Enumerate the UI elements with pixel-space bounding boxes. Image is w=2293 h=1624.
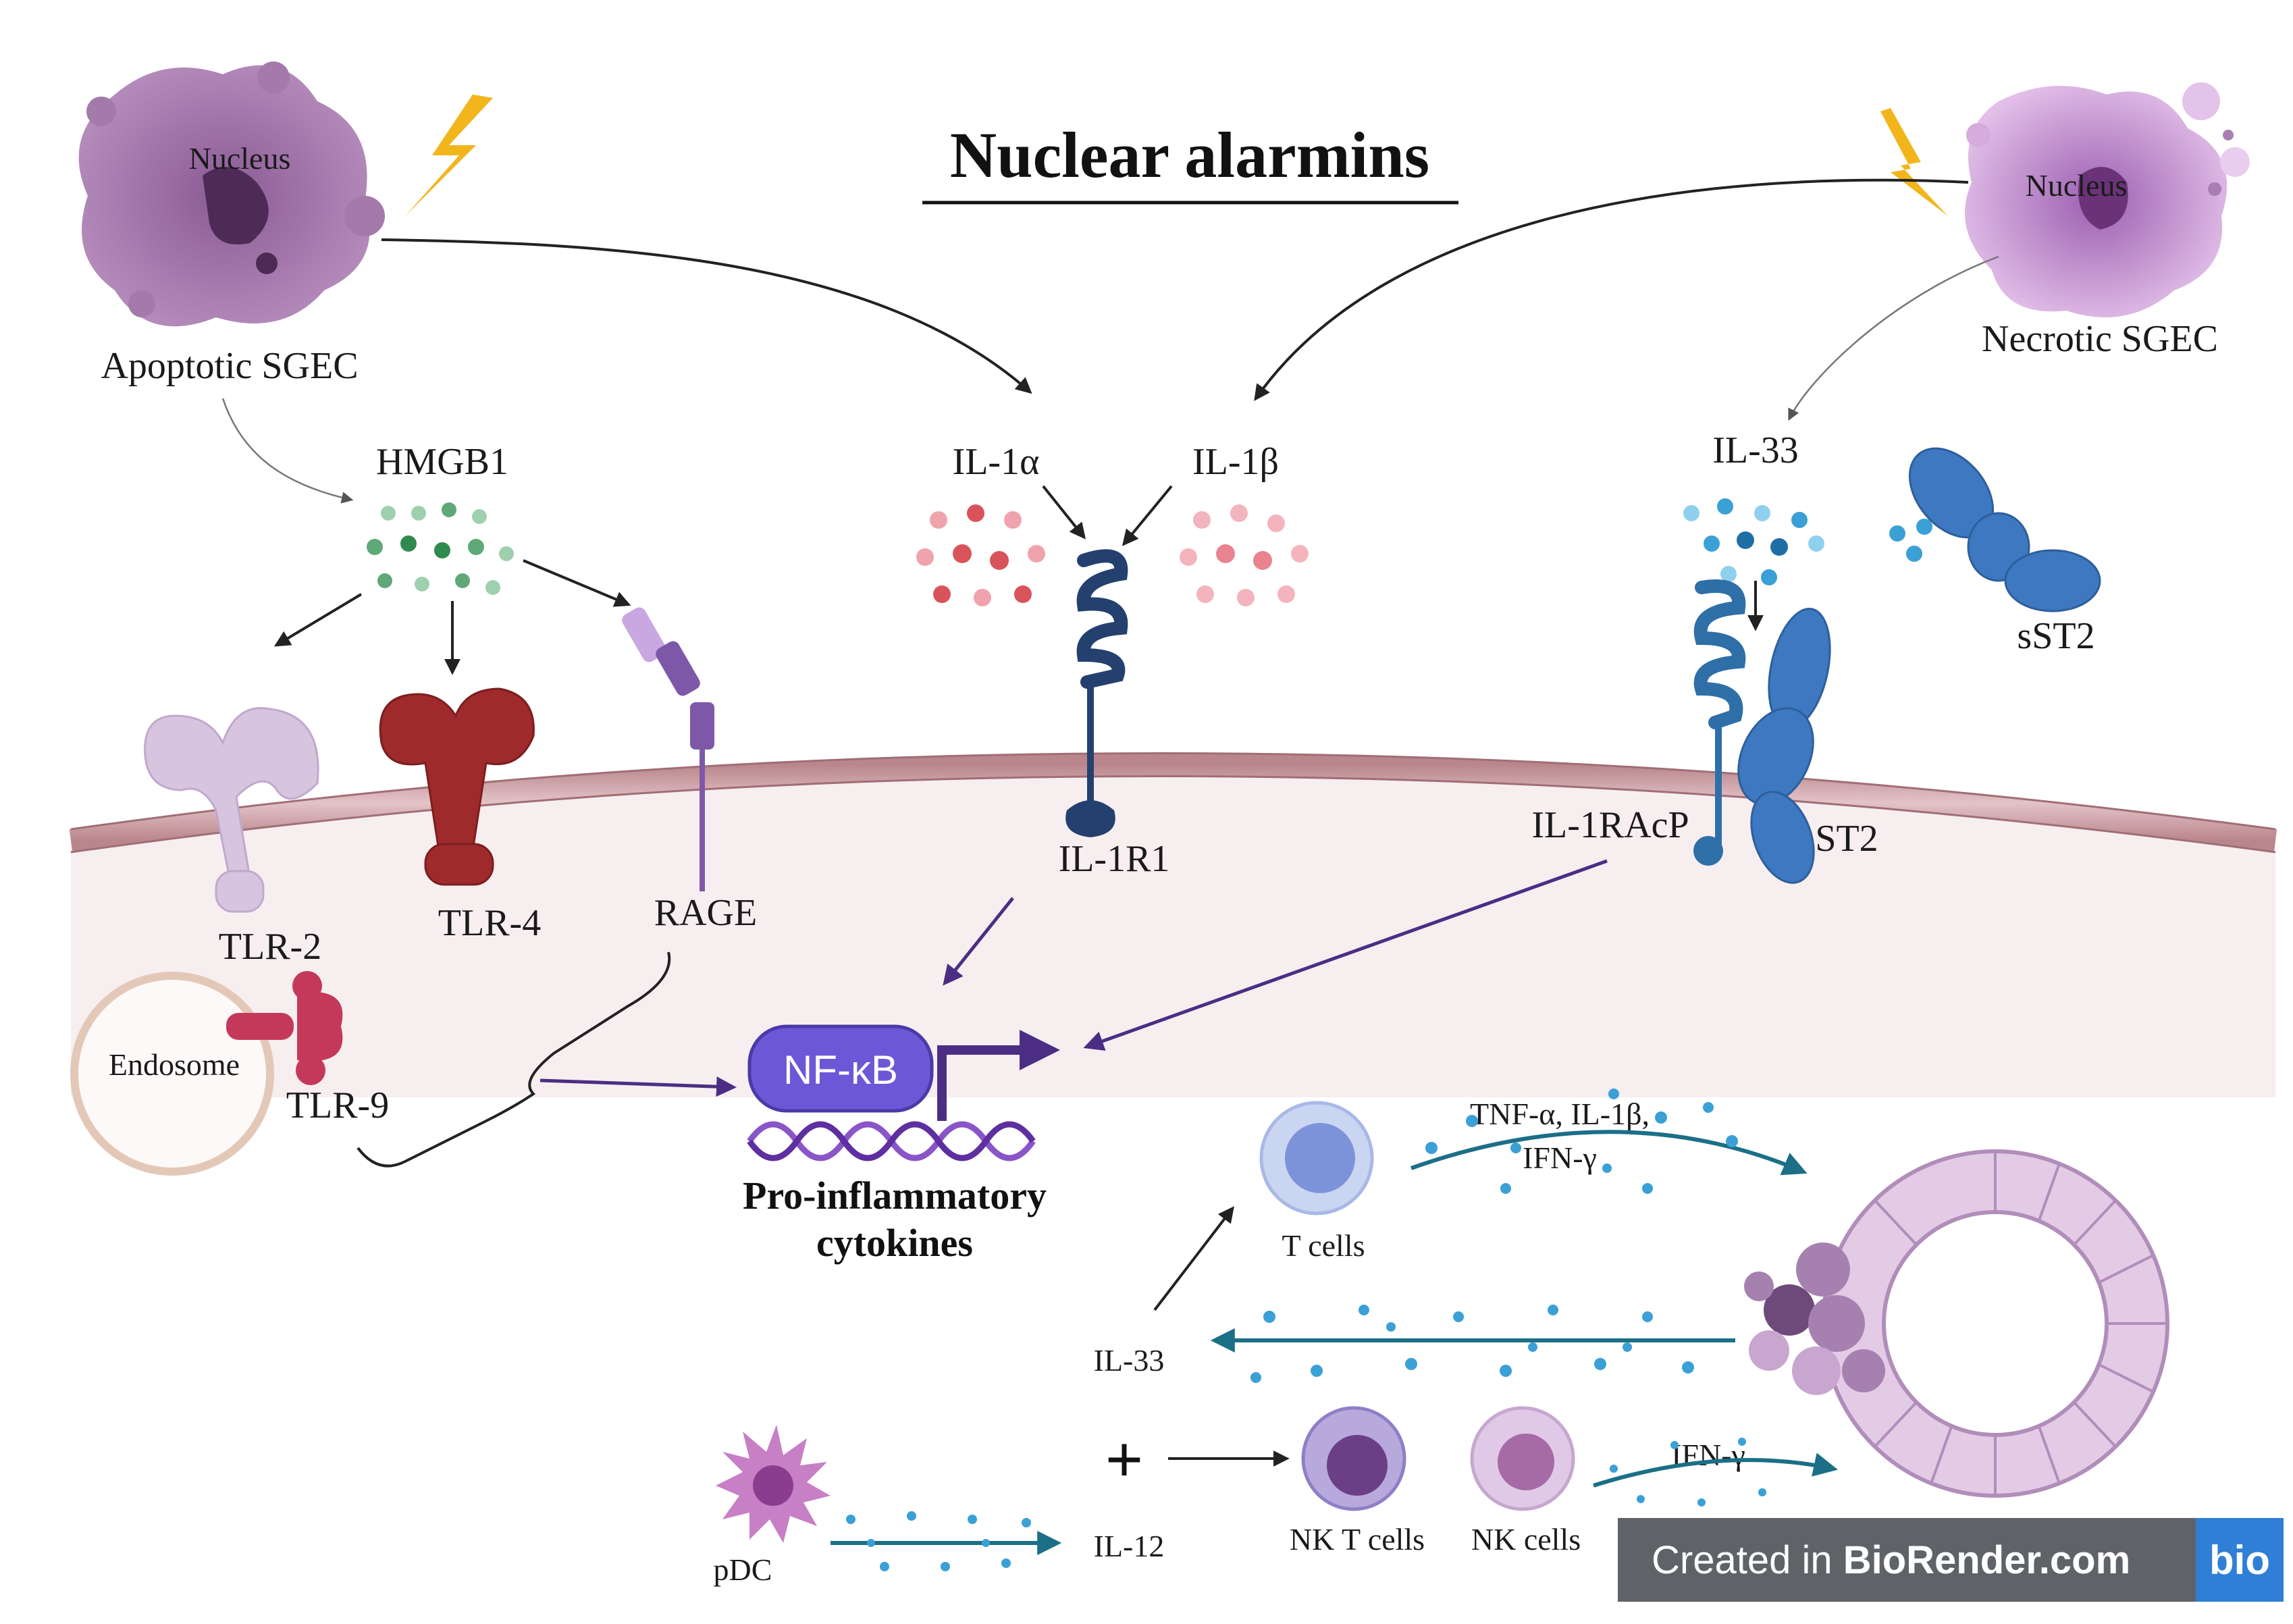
tlr9-label: TLR-9 — [286, 1084, 389, 1126]
il1racp-label: IL-1RAcP — [1531, 804, 1689, 846]
il33-label: IL-33 — [1712, 429, 1799, 471]
biorender-badge[interactable]: Created in BioRender.com bio — [1618, 1518, 2284, 1602]
cytokine-particles-upper — [1425, 1089, 1738, 1194]
il12-particles — [846, 1511, 1031, 1571]
lightning-icon-right — [1880, 108, 1948, 216]
apoptotic-cell-label: Apoptotic SGEC — [101, 345, 358, 387]
pdc-cell — [716, 1425, 831, 1543]
apoptotic-cell: Nucleus — [78, 61, 385, 327]
il33-particles-lower — [1250, 1305, 1694, 1383]
biorender-logo-icon: bio — [2196, 1518, 2284, 1602]
nfkb-complex: NF-κB — [747, 1024, 1060, 1161]
tcells-label: T cells — [1282, 1228, 1365, 1263]
sst2-label: sST2 — [2017, 615, 2094, 657]
st2-receptor — [1737, 608, 1831, 884]
ifng-particles — [1610, 1438, 1766, 1507]
il33-particles — [1683, 498, 1824, 585]
hmgb1-label: HMGB1 — [376, 441, 508, 483]
nkt-cell — [1301, 1406, 1406, 1511]
endosome-label: Endosome — [109, 1047, 240, 1082]
nfkb-output-line1: Pro-inflammatory — [743, 1174, 1047, 1217]
badge-text: Created in BioRender.com — [1652, 1538, 2131, 1582]
nk-cell — [1470, 1406, 1575, 1511]
il1b-particles — [1180, 504, 1309, 606]
lightning-icon — [405, 95, 493, 216]
pdc-label: pDC — [714, 1552, 772, 1587]
il1a-label: IL-1α — [953, 441, 1040, 483]
il1r1-receptor — [1065, 549, 1128, 837]
rage-label: RAGE — [654, 892, 757, 934]
endosome: Endosome — [70, 972, 274, 1176]
tlr9-receptor — [226, 971, 343, 1085]
tlr2-label: TLR-2 — [219, 926, 321, 968]
nkt-label: NK T cells — [1290, 1522, 1425, 1556]
necrotic-cell: Nucleus — [1965, 82, 2250, 317]
il1r1-label: IL-1R1 — [1059, 838, 1170, 880]
cytoplasm-region — [71, 764, 2275, 1097]
hmgb1-particles — [367, 502, 514, 595]
st2-label: ST2 — [1815, 818, 1878, 860]
salivary-acinus — [1744, 1149, 2169, 1498]
necrotic-nucleus-label: Nucleus — [2026, 168, 2128, 203]
nk-label: NK cells — [1471, 1522, 1581, 1556]
cell-membrane — [69, 753, 2277, 852]
cytokines-line1: TNF-α, IL-1β, — [1470, 1097, 1650, 1131]
il1b-label: IL-1β — [1192, 441, 1279, 483]
tlr4-receptor — [379, 687, 535, 886]
nfkb-output-line2: cytokines — [816, 1221, 973, 1265]
t-cell — [1259, 1101, 1374, 1215]
cytokines-line2: IFN-γ — [1523, 1141, 1597, 1175]
sst2-decoy — [1889, 447, 2101, 612]
il33-immune-label: IL-33 — [1094, 1343, 1165, 1378]
tlr4-label: TLR-4 — [438, 902, 541, 944]
apoptotic-nucleus-label: Nucleus — [189, 141, 291, 176]
necrotic-cell-label: Necrotic SGEC — [1982, 318, 2218, 360]
tlr2-receptor — [144, 707, 319, 913]
plus-sign: + — [1105, 1422, 1144, 1497]
il1racp-receptor — [1693, 579, 1746, 866]
nfkb-label: NF-κB — [783, 1047, 898, 1093]
page-title: Nuclear alarmins — [950, 119, 1429, 191]
il1a-particles — [916, 504, 1045, 606]
rage-receptor — [622, 607, 714, 891]
il12-label: IL-12 — [1094, 1529, 1165, 1563]
